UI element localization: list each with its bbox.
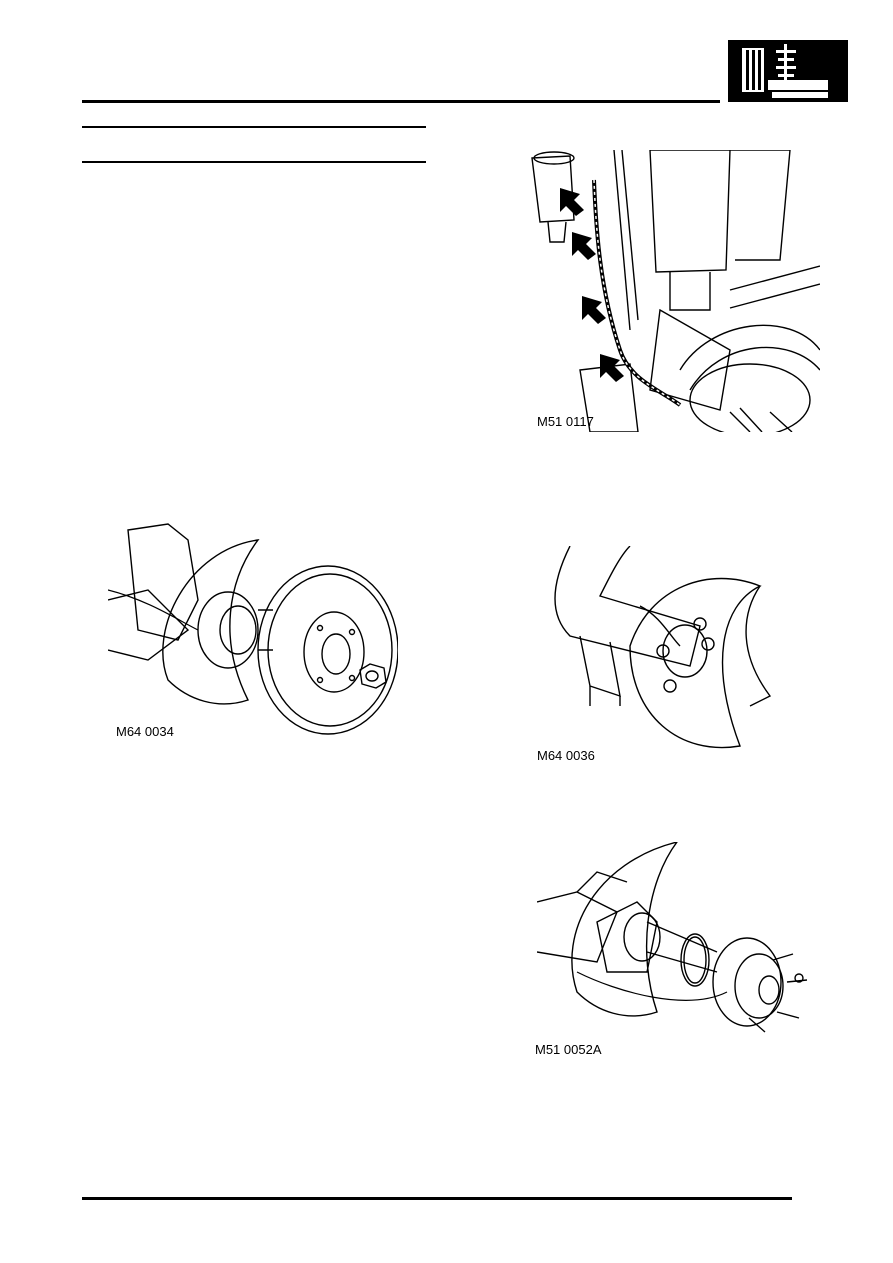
section-rule-lower [82, 161, 426, 163]
backplate-bolts-illustration [554, 546, 772, 749]
figure-label-m51-0117: M51 0117 [537, 414, 594, 429]
suspension-section-icon [728, 40, 848, 102]
figure-label-m64-0036: M64 0036 [537, 748, 595, 763]
figure-label-m51-0052a: M51 0052A [535, 1042, 602, 1057]
footer-rule [82, 1197, 792, 1200]
header-rule [82, 100, 720, 103]
brake-disc-illustration [108, 523, 398, 735]
harness-routing-illustration [531, 150, 820, 432]
section-rule-upper [82, 126, 426, 128]
figure-label-m64-0034: M64 0034 [116, 724, 174, 739]
hub-assembly-illustration [537, 842, 808, 1033]
